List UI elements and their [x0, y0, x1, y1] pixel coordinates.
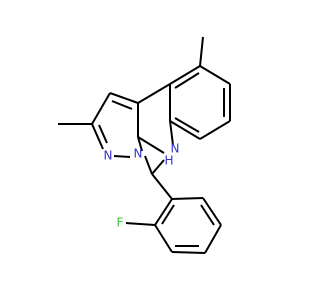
bond-pyrazole-5 [137, 136, 143, 152]
bond-pyrazole-4 [113, 155, 131, 158]
bond-fluoro [125, 222, 156, 226]
bond-aryl-link [151, 173, 173, 200]
bond-pyrazole-2 [91, 92, 111, 125]
bond-aryl-4 [171, 251, 206, 254]
bond-ring-c-1 [137, 83, 171, 104]
bond-pyrazole-3-inner [98, 124, 108, 144]
bond-benzo-3 [199, 120, 231, 140]
atom-label-nh-h: H [164, 154, 173, 168]
structure-canvas: N N N H F [58, 36, 231, 254]
bond-pyrazole-1 [109, 92, 139, 104]
atom-label-nh-n: N [171, 142, 180, 156]
bond-pyrazole-3 [91, 123, 104, 150]
bond-benzo-4 [169, 120, 201, 140]
atom-label-n-ring: N [104, 149, 113, 163]
molecule-diagram: N N N H F [58, 36, 231, 254]
bond-pyrazole-1-inner [111, 100, 133, 110]
bond-benzo-6-inner [174, 72, 200, 89]
bond-aryl-inner-c [161, 204, 175, 225]
bond-ring-c-3 [137, 136, 165, 154]
atom-label-n-fused: N [134, 147, 143, 161]
bond-aryl-1 [171, 197, 204, 200]
bond-aryl-inner-a [200, 204, 215, 226]
bond-benzo-6 [169, 65, 201, 85]
bond-ring-c-6 [144, 155, 153, 175]
bond-methyl-top [199, 36, 204, 67]
bond-benzo-4-inner [174, 117, 200, 133]
atom-label-f: F [117, 216, 124, 230]
bond-benzo-1 [199, 65, 231, 85]
bond-aryl-3 [204, 224, 222, 254]
bond-aryl-2 [202, 197, 222, 226]
bond-ring-c-4 [151, 159, 165, 175]
bond-aryl-6 [154, 198, 173, 226]
bond-ring-c-5 [169, 120, 174, 146]
bond-aryl-5 [154, 224, 173, 253]
